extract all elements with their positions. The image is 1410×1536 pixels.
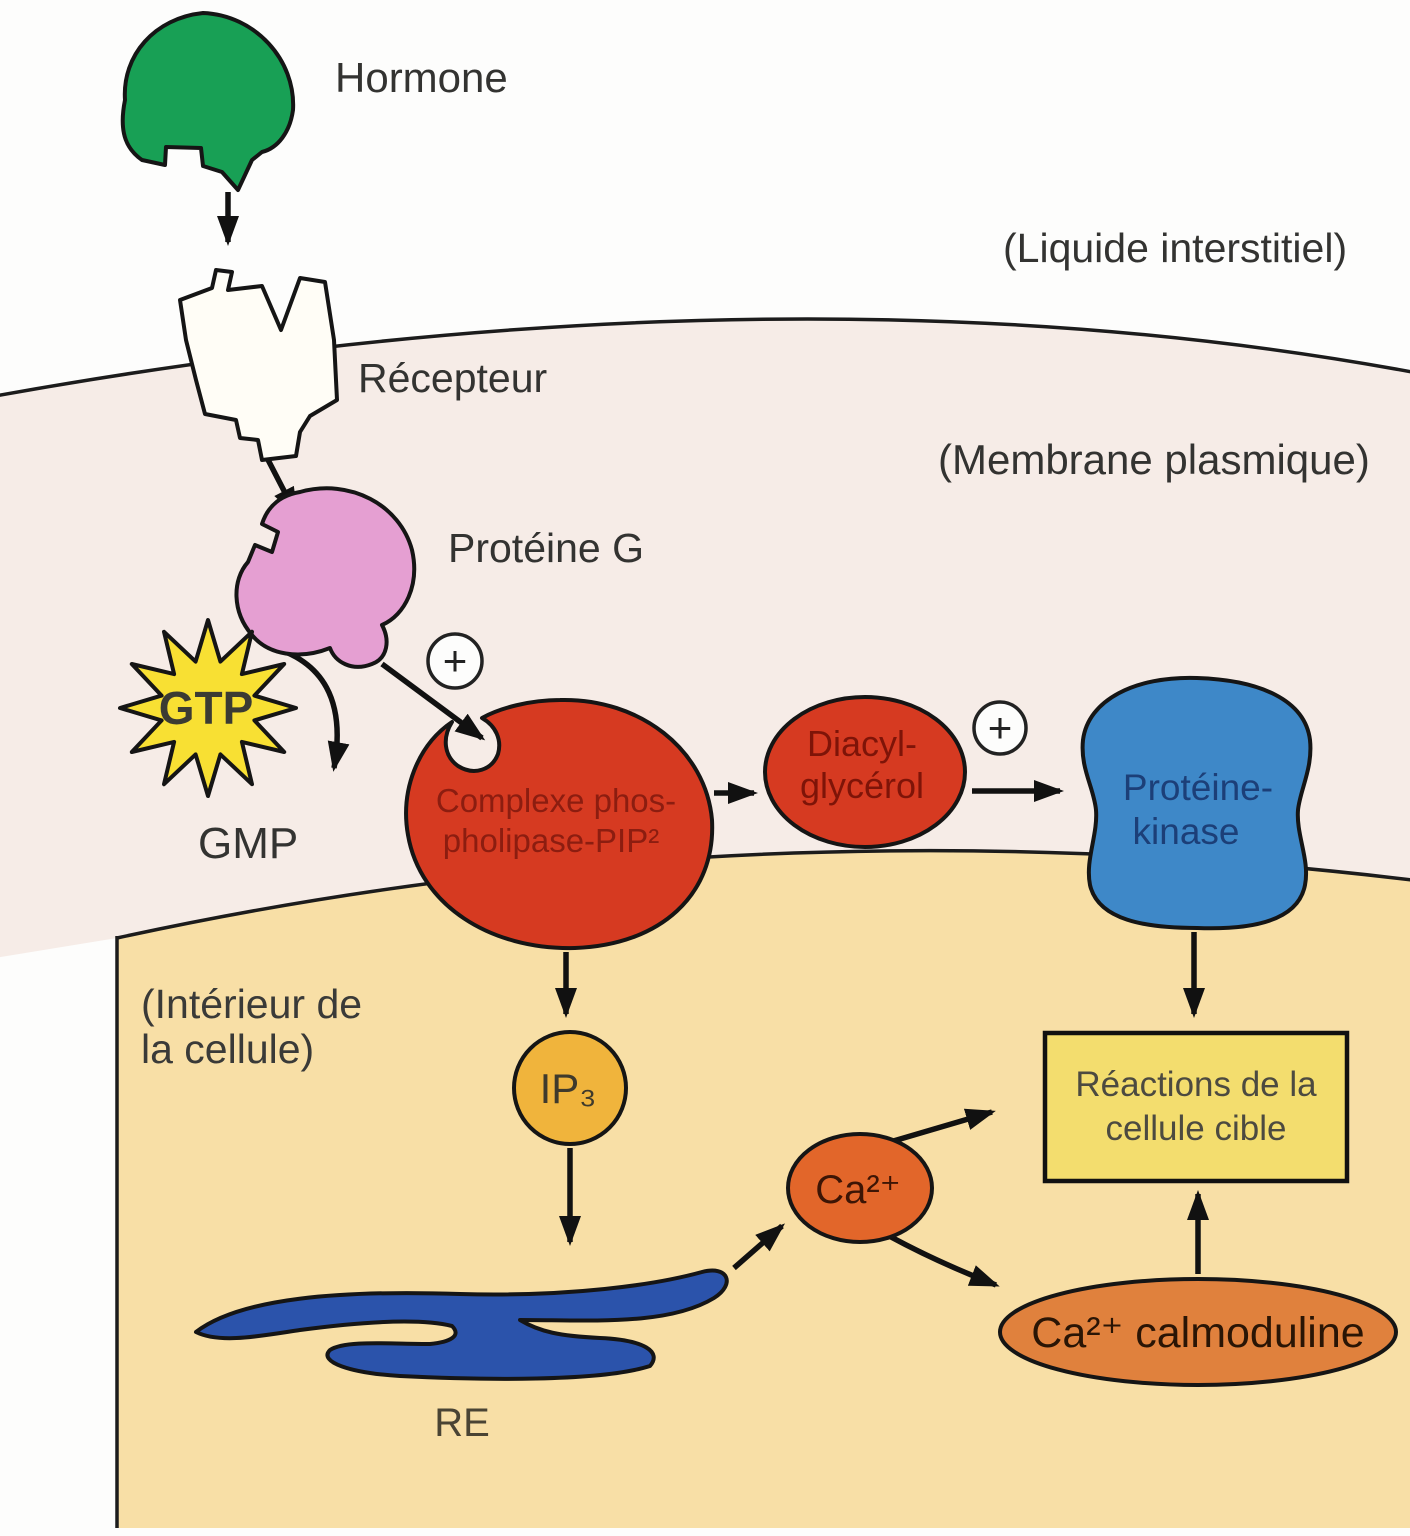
stimulation-circle-1 [426,632,484,690]
gtp-label: GTP [159,682,254,734]
receptor-label: Récepteur [358,355,547,401]
ca-calmodulin-shape [998,1277,1398,1387]
phospholipase-complex-label-line1: Complexe phos- [436,782,676,819]
gmp-label: GMP [198,819,298,868]
phospholipase-complex-shape [404,697,715,951]
g-protein-shape [234,486,417,669]
endoplasmic-reticulum-shape [194,1268,729,1381]
arrow-calcium-to-reactions [889,1108,996,1145]
protein-kinase-shape [1080,675,1313,931]
cell-interior-region [117,850,1410,1528]
arrow-er-to-calcium [732,1223,786,1271]
protein-kinase-label-line2: kinase [1133,811,1240,852]
receptor-shape [178,268,339,462]
target-reactions-label-line2: cellule cible [1106,1109,1287,1148]
interstitial-fluid-label: (Liquide interstitiel) [1003,225,1347,271]
calcium-label: Ca²⁺ [815,1168,901,1212]
plasma-membrane-label: (Membrane plasmique) [938,436,1370,483]
stimulation-circle-2 [972,700,1028,756]
ca-calmodulin-label: Ca²⁺ calmoduline [1031,1309,1364,1357]
calcium-shape [786,1132,934,1244]
hormone-label: Hormone [335,54,508,101]
ip3-shape [512,1030,628,1146]
arrow-gprotein-to-complex [380,661,486,741]
cell-interior-label-line2: la cellule) [141,1026,314,1072]
plus-icon: + [988,704,1013,751]
hormone-shape [120,11,296,192]
phospholipase-complex-label-line2: pholipase-PIP² [443,822,659,859]
plus-icon: + [443,637,468,684]
diacylglycerol-label-line2: glycérol [800,765,924,806]
target-reactions-box [1042,1030,1350,1184]
er-label: RE [434,1401,490,1445]
cell-interior-label-line1: (Intérieur de [141,981,362,1027]
gtp-star-shape [118,618,298,798]
protein-kinase-label-line1: Protéine- [1123,767,1273,808]
diacylglycerol-shape [763,695,967,849]
g-protein-label: Protéine G [448,525,644,571]
diacylglycerol-label-line1: Diacyl- [807,723,917,764]
ip3-label: IP₃ [540,1065,597,1112]
target-reactions-label-line1: Réactions de la [1075,1065,1317,1104]
